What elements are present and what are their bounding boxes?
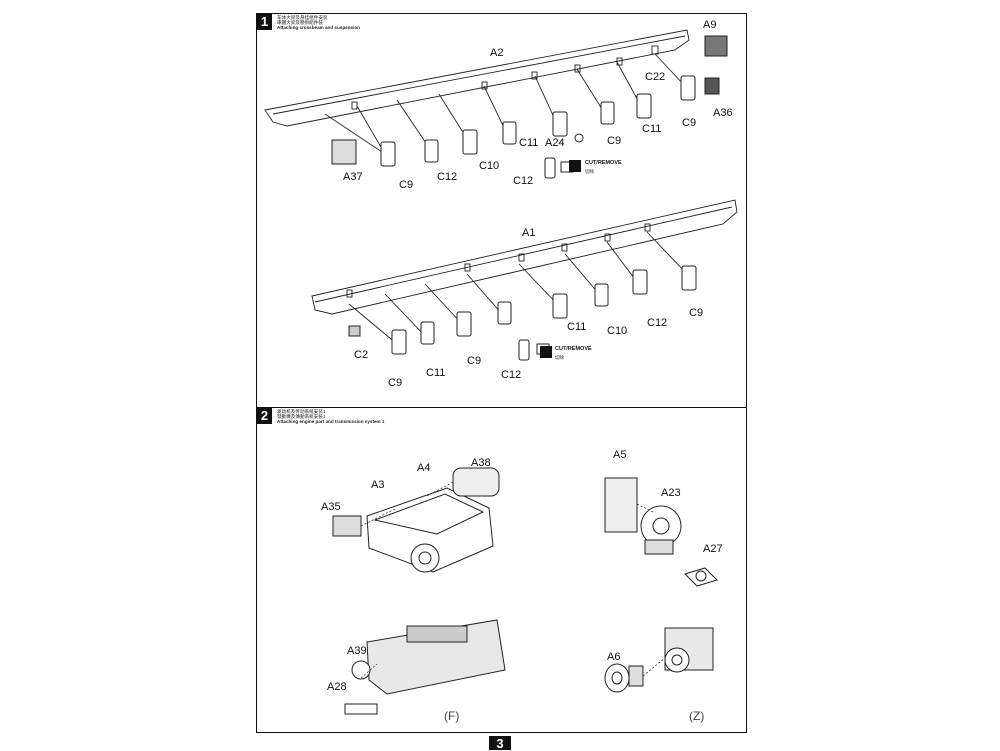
step-1-panel: 1 车体大梁及悬挂组件安装 車體大梁及懸掛組件裝 Attaching cross… bbox=[256, 13, 747, 408]
part-label: A9 bbox=[703, 19, 716, 31]
part-label: C12 bbox=[647, 317, 667, 329]
part-label: C11 bbox=[519, 137, 538, 149]
part-label: C9 bbox=[689, 307, 703, 319]
part-label: A35 bbox=[321, 501, 341, 513]
step-number: 2 bbox=[257, 408, 272, 424]
part-label: C11 bbox=[426, 367, 445, 379]
part-label: C2 bbox=[354, 349, 368, 361]
cut-remove-label: CUT/REMOVE bbox=[585, 160, 622, 166]
cut-remove-icon bbox=[569, 160, 581, 172]
step-header: 车体大梁及悬挂组件安装 車體大梁及懸掛組件裝 Attaching crossbe… bbox=[277, 15, 360, 31]
step-number: 1 bbox=[257, 14, 272, 30]
part-label: A24 bbox=[545, 137, 565, 149]
subassembly-label: (Z) bbox=[689, 709, 704, 723]
cut-remove-label-cn: 切除 bbox=[585, 168, 594, 175]
step-2-diagram: A4 A38 A3 A35 A5 A23 A27 A39 A28 A6 (F) … bbox=[321, 449, 723, 723]
step-title-cn-traditional: 車體大梁及懸掛組件裝 bbox=[277, 20, 323, 26]
part-label: C9 bbox=[388, 377, 402, 389]
part-label: C10 bbox=[479, 160, 499, 172]
cut-remove-label-cn: 切除 bbox=[555, 354, 564, 361]
part-label: C12 bbox=[501, 369, 521, 381]
step-2-panel: 2 发动机及传动系统安装1 發動機及傳動系統安裝1 Attaching engi… bbox=[256, 407, 747, 733]
cut-remove-label: CUT/REMOVE bbox=[555, 346, 592, 352]
page-number: 3 bbox=[489, 736, 511, 751]
part-label: C11 bbox=[567, 321, 586, 333]
part-label: A6 bbox=[607, 651, 620, 663]
part-label: A37 bbox=[343, 171, 363, 183]
part-label: A27 bbox=[703, 543, 723, 555]
part-label: A2 bbox=[490, 47, 503, 59]
step-title-en: Attaching engine part and transmission s… bbox=[277, 419, 385, 425]
part-label: A23 bbox=[661, 487, 681, 499]
cut-remove-icon bbox=[540, 346, 552, 358]
part-label: C9 bbox=[399, 179, 413, 191]
step-title-cn: 车体大梁及悬挂组件安装 bbox=[277, 15, 328, 20]
step-1-diagram: A2 A9 C22 C9 A36 C11 A24 C9 C11 C10 C12 … bbox=[264, 19, 738, 389]
part-label: A28 bbox=[327, 681, 347, 693]
part-label: A3 bbox=[371, 479, 384, 491]
step-title-cn: 发动机及传动系统安装1 bbox=[277, 409, 326, 414]
part-label: A5 bbox=[613, 449, 626, 461]
step-header: 发动机及传动系统安装1 發動機及傳動系統安裝1 Attaching engine… bbox=[277, 409, 384, 425]
part-label: C9 bbox=[682, 117, 696, 129]
part-label: C12 bbox=[437, 171, 457, 183]
step-title-cn-traditional: 發動機及傳動系統安裝1 bbox=[277, 414, 326, 420]
part-label: A1 bbox=[522, 227, 535, 239]
part-label: C22 bbox=[645, 71, 665, 83]
part-label: A4 bbox=[417, 462, 430, 474]
part-label: A38 bbox=[471, 457, 491, 469]
part-label: A36 bbox=[713, 107, 733, 119]
part-label: C11 bbox=[642, 123, 661, 135]
subassembly-label: (F) bbox=[444, 709, 459, 723]
part-label: A39 bbox=[347, 645, 367, 657]
part-label: C12 bbox=[513, 175, 533, 187]
part-label: C9 bbox=[467, 355, 481, 367]
step-title-en: Attaching crossbeam and suspension bbox=[277, 25, 360, 31]
part-label: C10 bbox=[607, 325, 627, 337]
part-label: C9 bbox=[607, 135, 621, 147]
